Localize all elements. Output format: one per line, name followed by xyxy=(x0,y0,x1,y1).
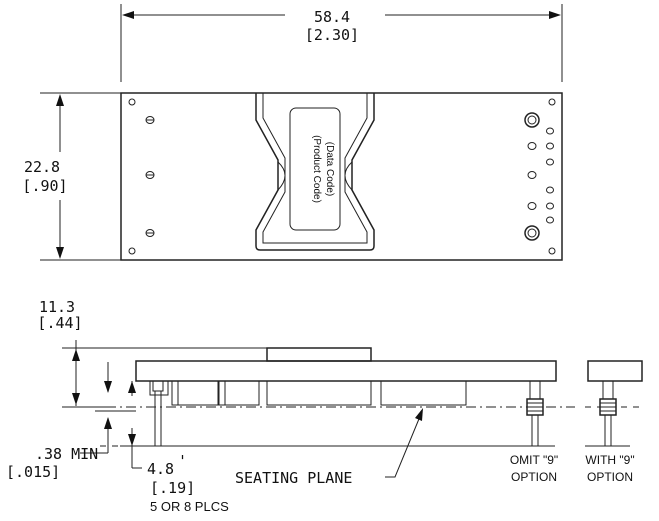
pin-left xyxy=(152,380,164,447)
width-in-label: [2.30] xyxy=(305,26,359,44)
with-option-label-line1: WITH "9" xyxy=(585,453,634,467)
pin-count-label: 5 OR 8 PLCS xyxy=(150,499,229,514)
seating-plane-label: SEATING PLANE xyxy=(235,469,352,487)
omit-option-label-line2: OPTION xyxy=(511,470,557,484)
side-view: 11.3 [.44] xyxy=(6,298,645,514)
pin-length-in-label: [.19] xyxy=(150,479,195,497)
mounting-hole-icon xyxy=(128,98,136,106)
mounting-hole-icon xyxy=(548,98,556,106)
pin-right-omit xyxy=(526,380,544,447)
height-mm-label: 22.8 xyxy=(24,158,60,176)
height-dimension: 22.8 [.90] xyxy=(22,92,121,261)
with-option-label-line2: OPTION xyxy=(587,470,633,484)
product-code-label: (Product Code) xyxy=(311,135,322,203)
product-label-box xyxy=(289,107,341,231)
with-option-detail xyxy=(585,360,645,447)
width-mm-label: 58.4 xyxy=(314,8,350,26)
heatsink-side xyxy=(266,347,372,362)
under-board-components xyxy=(149,380,467,406)
height-in-label: [.90] xyxy=(22,177,67,195)
data-code-label: (Data Code) xyxy=(324,142,335,196)
overall-height-in-label: [.44] xyxy=(37,314,82,332)
width-dimension: 58.4 [2.30] xyxy=(120,4,563,82)
standoff-dimension: .38 MIN [.015] xyxy=(6,362,136,481)
left-pad-row xyxy=(145,116,155,237)
seating-plane-callout: SEATING PLANE xyxy=(235,408,423,487)
standoff-in-label: [.015] xyxy=(6,463,60,481)
top-view: 58.4 [2.30] 22.8 [.90] xyxy=(22,4,563,261)
omit-option-label-line1: OMIT "9" xyxy=(510,453,558,467)
degree-mark: ' xyxy=(178,452,187,470)
board-side xyxy=(135,360,557,382)
overall-height-mm-label: 11.3 xyxy=(39,298,75,316)
board-outline-top xyxy=(120,92,563,261)
right-pad-row xyxy=(524,112,554,241)
mounting-hole-icon xyxy=(128,247,136,255)
heatsink-outline: (Product Code) (Data Code) xyxy=(255,93,375,251)
standoff-mm-label: .38 MIN xyxy=(35,445,98,463)
pin-length-mm-label: 4.8 xyxy=(147,460,174,478)
pin-length-dimension: 4.8 ' [.19] 5 OR 8 PLCS xyxy=(120,381,229,514)
mounting-hole-icon xyxy=(548,247,556,255)
